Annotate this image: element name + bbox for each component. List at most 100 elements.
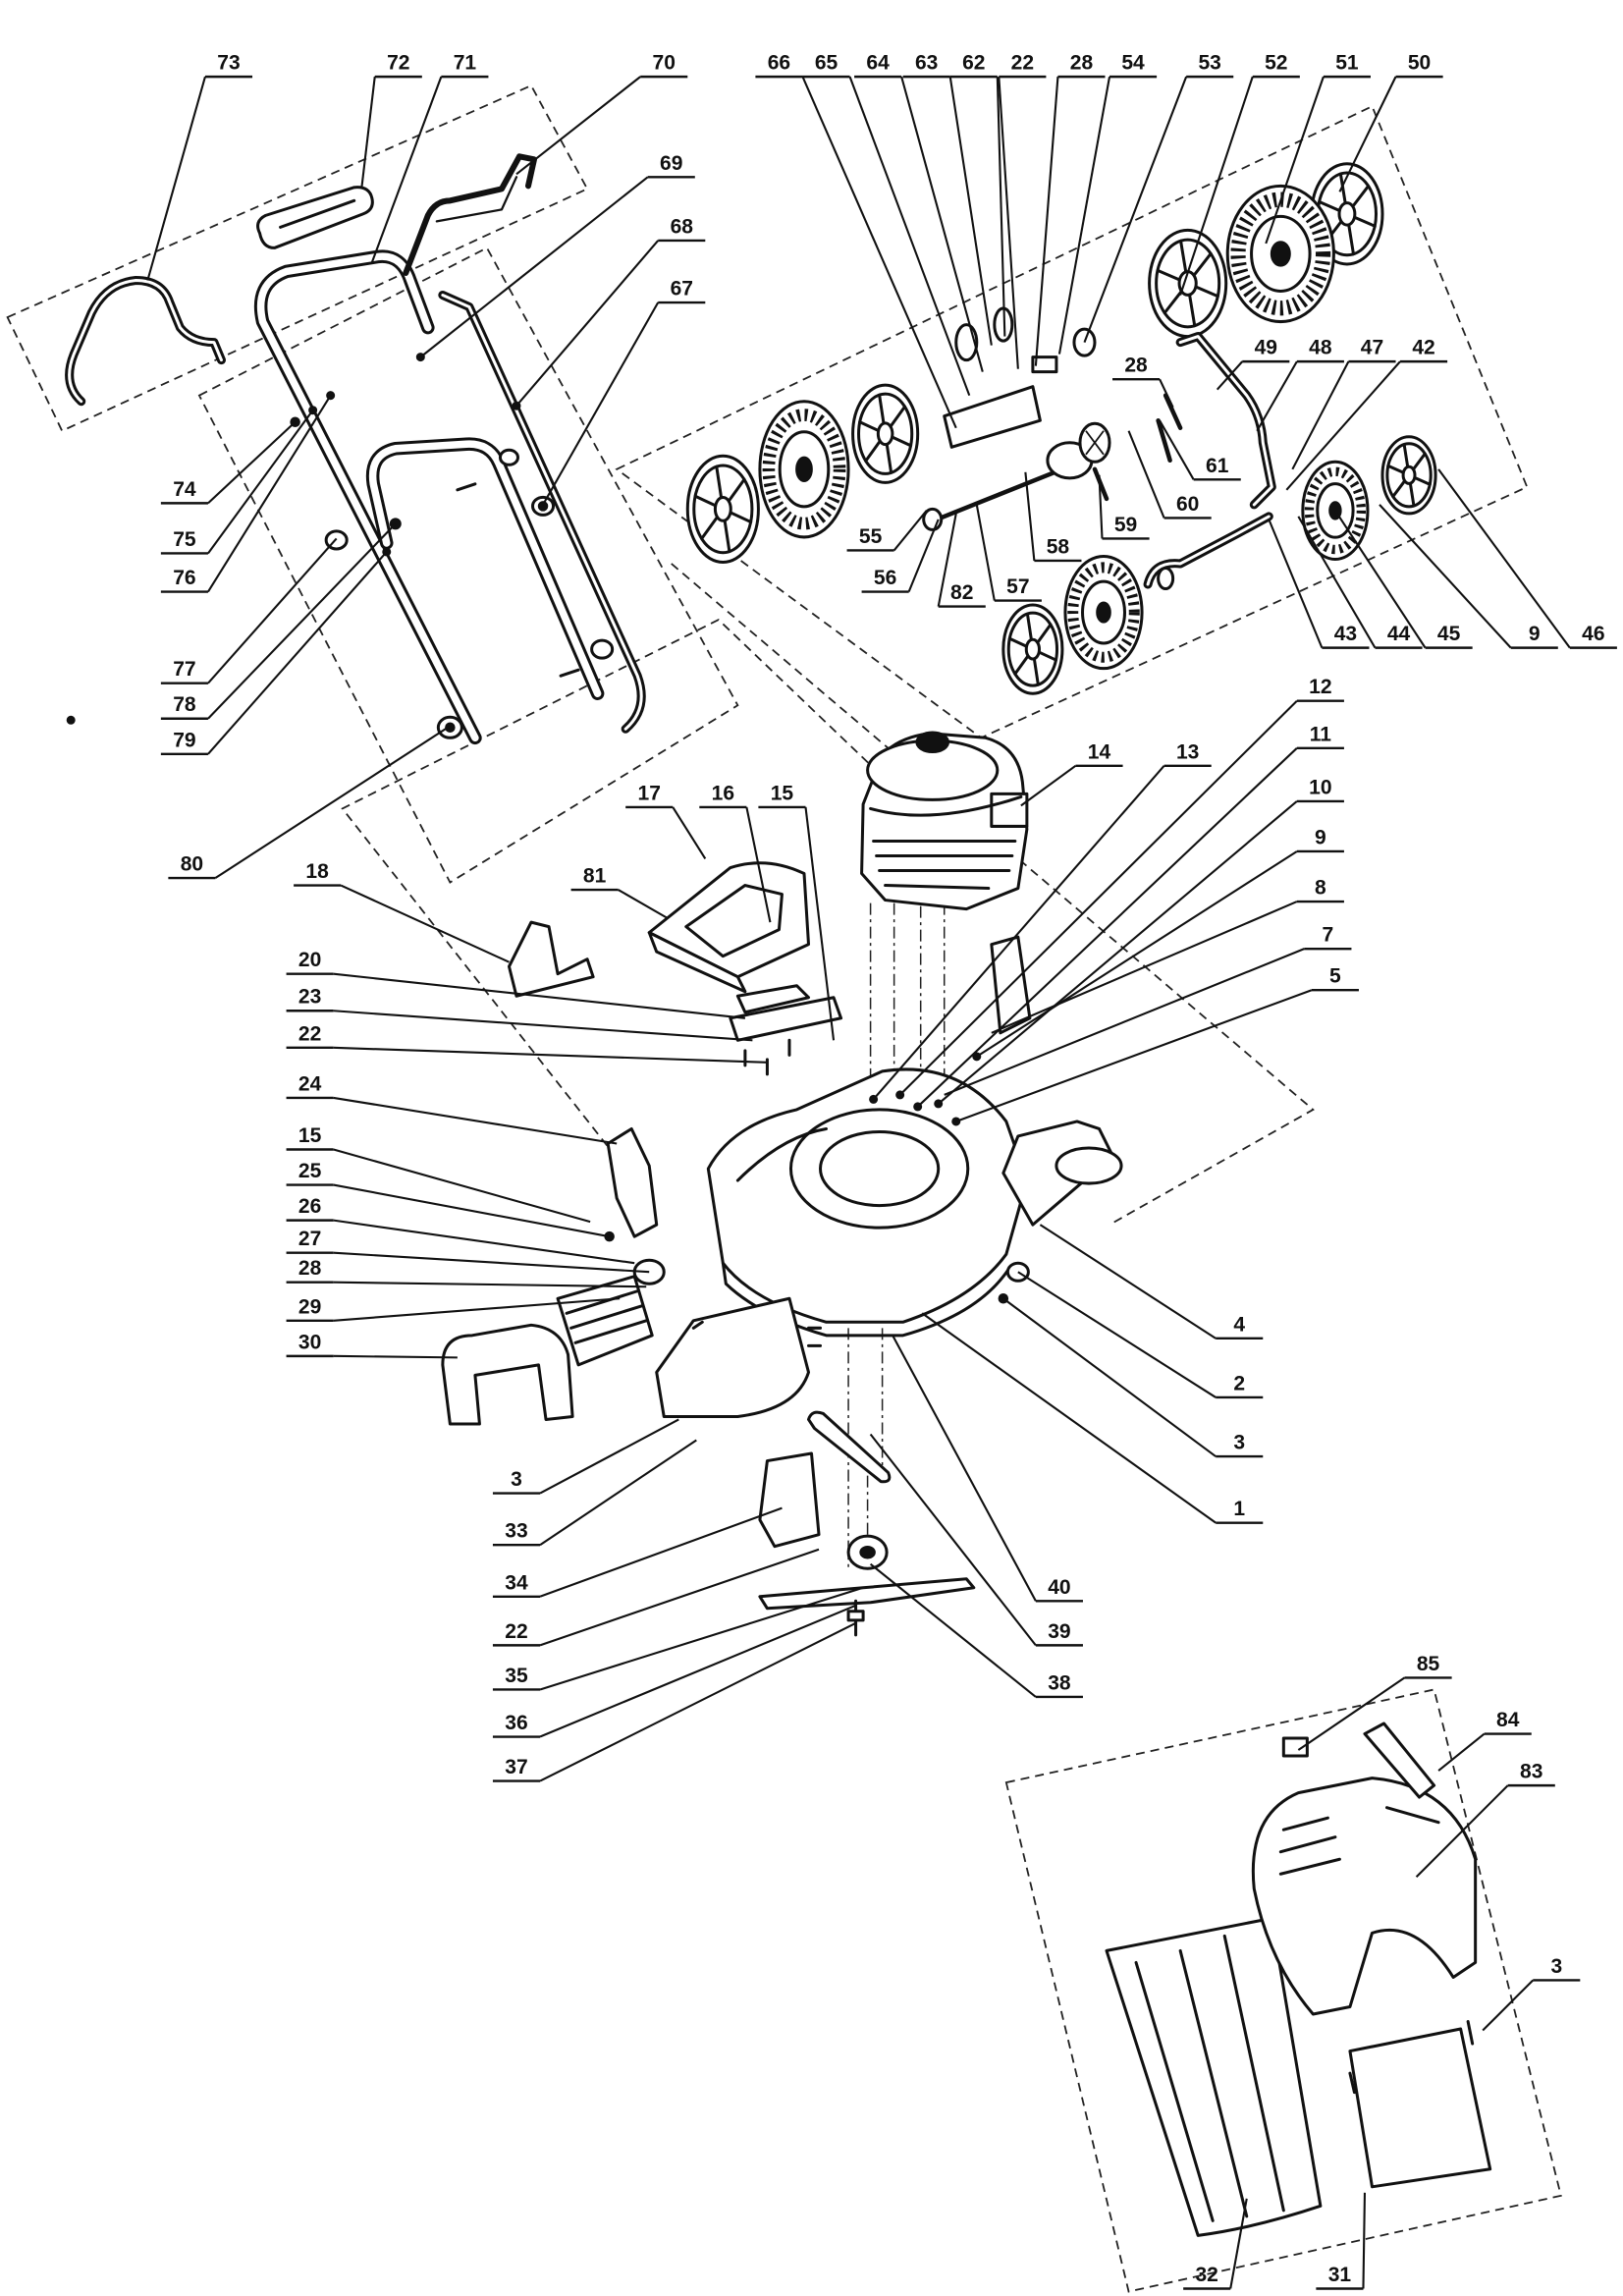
callout: 82	[937, 513, 986, 608]
hinge-bar	[729, 996, 843, 1042]
callout-17: 17	[638, 782, 661, 804]
front-bumper	[1055, 1146, 1123, 1185]
leader-line	[672, 806, 707, 860]
wheel-spoke	[693, 494, 718, 508]
callout: 31	[1316, 2192, 1367, 2290]
callout: 10	[938, 776, 1344, 1105]
side-bracket	[507, 920, 595, 998]
callout-38: 38	[1048, 1671, 1071, 1694]
callout: 54	[1057, 52, 1158, 355]
leader-line	[214, 725, 451, 879]
callout-28: 28	[1070, 52, 1094, 75]
leader-line	[207, 522, 397, 720]
callout: 8	[991, 877, 1344, 1034]
deck-skirt	[721, 1261, 1012, 1338]
discharge-chute-window	[684, 884, 784, 958]
leader-line	[955, 989, 1313, 1122]
wheel-spoke	[715, 465, 724, 500]
leader-line	[801, 76, 957, 429]
callout-65: 65	[815, 52, 839, 75]
callout-15: 15	[771, 782, 794, 804]
callout: 36	[492, 1604, 856, 1738]
grass-bag	[1105, 1916, 1323, 2237]
callout: 17	[625, 782, 707, 860]
callout: 42	[1285, 337, 1448, 491]
drive-axle	[927, 466, 1065, 525]
bag-clips	[1348, 2020, 1475, 2095]
handle-assembly	[65, 153, 646, 745]
leader-line	[207, 410, 314, 555]
wheel-spoke	[1156, 268, 1181, 282]
drive-assembly	[922, 306, 1276, 591]
callout: 76	[160, 395, 332, 593]
callout-4: 4	[1233, 1313, 1245, 1336]
leader-line	[1285, 360, 1401, 491]
gear-teeth	[1085, 430, 1105, 456]
leader-line	[333, 1297, 621, 1322]
callout-80: 80	[181, 853, 203, 876]
callout: 5	[955, 965, 1359, 1122]
callout-72: 72	[387, 52, 409, 75]
leader-line	[898, 699, 1298, 1096]
callout-9: 9	[1315, 826, 1326, 848]
wheel-spoke	[891, 435, 913, 448]
leader-line	[1297, 516, 1377, 649]
callout: 61	[1159, 419, 1241, 481]
callout: 14	[1020, 740, 1123, 807]
callout: 7	[944, 924, 1352, 1096]
rear-skirt-bolts	[691, 1320, 823, 1347]
callout-15: 15	[298, 1124, 322, 1147]
callout-56: 56	[874, 567, 896, 589]
chute-bracket	[735, 984, 810, 1014]
wheel-spoke	[1013, 654, 1030, 676]
callout-16: 16	[712, 782, 734, 804]
leader-line	[1057, 76, 1111, 355]
rear-flap-slats	[565, 1289, 648, 1344]
callout: 72	[360, 52, 422, 190]
callout: 79	[160, 551, 388, 756]
callout: 25	[286, 1160, 610, 1238]
wheel-hub	[713, 495, 732, 522]
leader-line	[370, 76, 443, 263]
callout-78: 78	[173, 693, 196, 716]
wheel-spoke	[1036, 623, 1053, 644]
leader-line	[1024, 471, 1036, 562]
grass-bag-seams	[1134, 1934, 1285, 2222]
tire-tread	[1067, 562, 1140, 663]
callout: 53	[1083, 52, 1234, 343]
leader-line	[1098, 474, 1104, 539]
callout-74: 74	[173, 478, 196, 501]
pin	[1163, 393, 1183, 430]
callout-35: 35	[505, 1665, 528, 1687]
wheel-spoke	[1402, 443, 1410, 468]
callout: 23	[286, 986, 753, 1042]
callout-71: 71	[454, 52, 477, 75]
callout-51: 51	[1335, 52, 1359, 75]
leader-line	[333, 1219, 635, 1265]
callout: 69	[419, 152, 695, 358]
callout-62: 62	[962, 52, 985, 75]
wheel-spoke	[885, 442, 893, 474]
callout: 32	[1183, 2198, 1248, 2290]
callout: 16	[699, 782, 772, 923]
callout: 13	[872, 740, 1212, 1101]
wheel-spoke	[727, 477, 746, 503]
callout-36: 36	[505, 1712, 527, 1734]
knob	[590, 638, 615, 660]
leader-line	[539, 1439, 697, 1547]
callout: 38	[869, 1562, 1083, 1699]
leader-line	[1482, 1979, 1535, 2032]
callout: 73	[146, 52, 253, 281]
handle-outline	[197, 246, 739, 884]
callout: 33	[492, 1439, 697, 1547]
leader-line	[892, 1335, 1037, 1602]
callout-59: 59	[1114, 514, 1137, 536]
callout: 47	[1291, 337, 1396, 470]
wheel-hub	[1024, 637, 1041, 661]
callout-31: 31	[1328, 2264, 1352, 2286]
callout-40: 40	[1048, 1576, 1070, 1599]
callout-44: 44	[1387, 623, 1411, 645]
tire	[1225, 184, 1335, 324]
wheel-spoke	[1411, 452, 1427, 471]
leader-line	[207, 551, 388, 755]
